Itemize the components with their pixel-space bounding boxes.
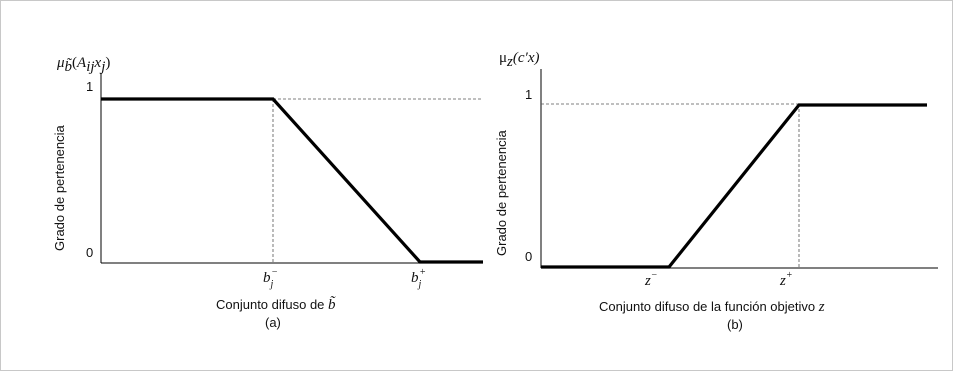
panel-b-x-axis-label: Conjunto difuso de la función objetivo z	[599, 299, 825, 315]
panel-a-caption: (a)	[265, 315, 281, 330]
panel-b-membership-line	[541, 103, 927, 269]
panel-b-tick-1: 1	[525, 87, 532, 102]
panel-b-caption: (b)	[727, 317, 743, 332]
panel-b-x-tick-right: z+	[779, 270, 793, 289]
panel-a-x-tick-right: bj+	[411, 267, 426, 290]
panel-a-tick-0: 0	[86, 245, 93, 260]
panel-a-x-tick-left: bj−	[263, 267, 278, 290]
panel-b-y-axis-label: Grado de pertenencia	[494, 129, 509, 256]
panel-b-y-title: μz(c′x)	[499, 50, 539, 70]
panel-a-x-axis-label: Conjunto difuso de b̃	[216, 296, 336, 313]
panel-b-x-tick-left: z−	[644, 270, 658, 289]
panel-a-y-axis-label: Grado de pertenencia	[52, 124, 67, 251]
panel-b-tick-0: 0	[525, 249, 532, 264]
panel-a-tick-1: 1	[86, 79, 93, 94]
panel-a: μb̃(Aijxj) Grado de pertenencia 1 0 bj− …	[52, 55, 483, 330]
panel-a-y-title: μb̃(Aijxj)	[56, 55, 110, 75]
panel-a-membership-line	[101, 97, 483, 264]
panel-b: μz(c′x) Grado de pertenencia 1 0 z− z+ C…	[494, 50, 938, 332]
